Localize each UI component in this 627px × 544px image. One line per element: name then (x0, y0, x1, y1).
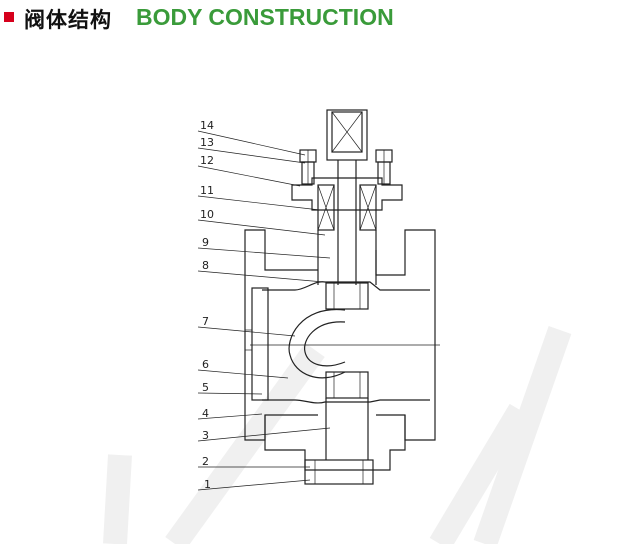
part-number-labels: 14 13 12 11 10 9 8 7 6 5 4 3 2 1 (200, 119, 214, 491)
valve-cross-section (244, 109, 440, 485)
part-number-label: 10 (200, 208, 214, 221)
part-number-label: 9 (202, 236, 209, 249)
part-number-label: 12 (200, 154, 214, 167)
section-title-english: BODY CONSTRUCTION (136, 4, 394, 30)
part-number-label: 3 (202, 429, 209, 442)
part-number-label: 8 (202, 259, 209, 272)
part-number-label: 7 (202, 315, 209, 328)
part-number-label: 2 (202, 455, 209, 468)
part-number-label: 14 (200, 119, 214, 132)
section-header: 阀体结构 BODY CONSTRUCTION (0, 0, 627, 40)
part-number-label: 13 (200, 136, 214, 149)
watermark (103, 326, 572, 544)
part-number-label: 6 (202, 358, 209, 371)
part-number-label: 1 (204, 478, 211, 491)
part-number-label: 4 (202, 407, 209, 420)
leader-lines (197, 130, 336, 491)
part-number-label: 5 (202, 381, 209, 394)
section-title-chinese: 阀体结构 (24, 8, 112, 32)
red-square-icon (4, 12, 14, 22)
part-number-label: 11 (200, 184, 214, 197)
